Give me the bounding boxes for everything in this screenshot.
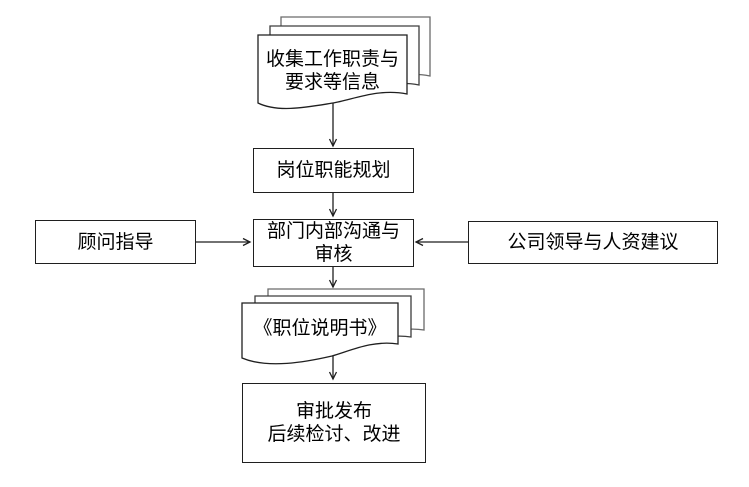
document-stack-job-description xyxy=(241,288,425,365)
process-box-approval-publish: 审批发布 后续检讨、改进 xyxy=(242,383,426,463)
process-box-internal-review: 部门内部沟通与 审核 xyxy=(253,219,414,267)
process-box-leadership-hr-advice: 公司领导与人资建议 xyxy=(468,221,718,264)
process-box-consultant-guidance: 顾问指导 xyxy=(35,220,196,264)
process-box-function-planning: 岗位职能规划 xyxy=(253,148,414,193)
document-stack-collect-info xyxy=(257,16,431,110)
